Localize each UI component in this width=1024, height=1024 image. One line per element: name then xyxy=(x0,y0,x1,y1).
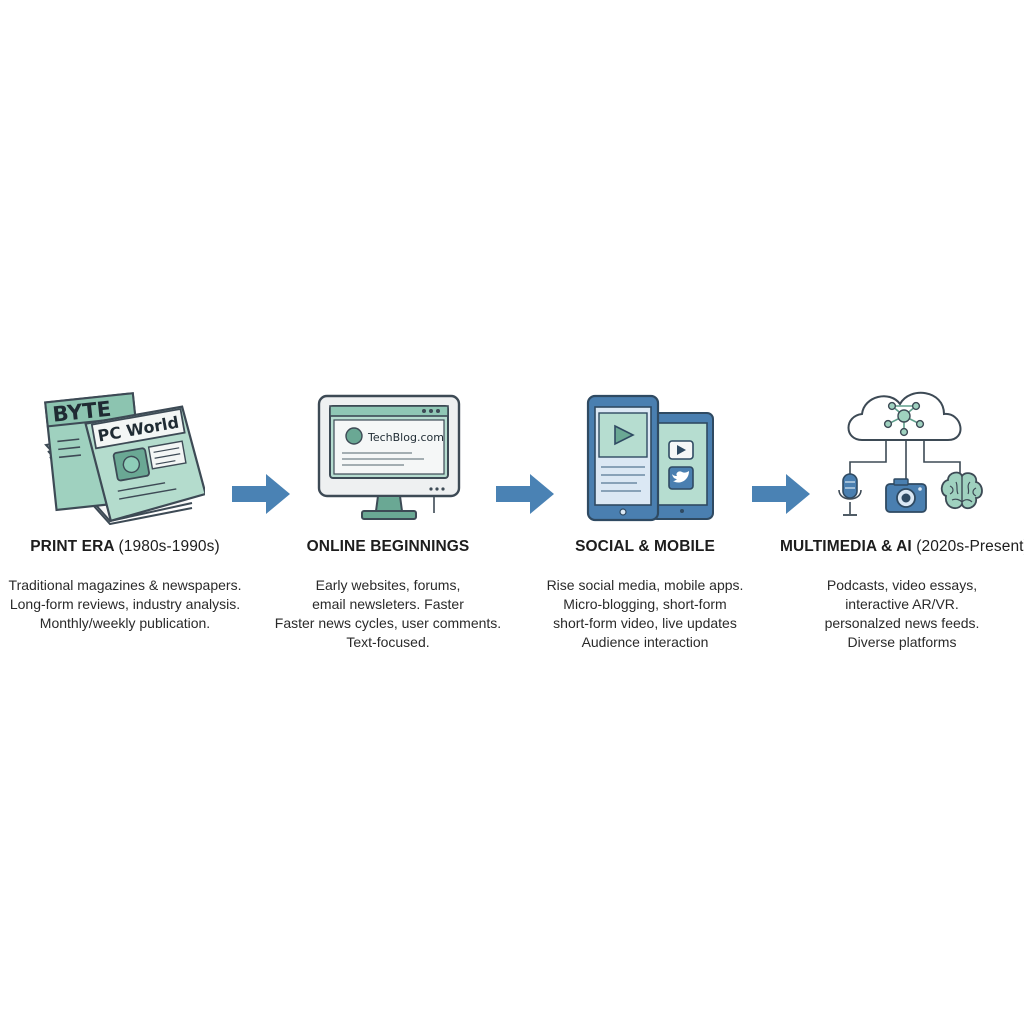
desktop-monitor-icon: TechBlog.com xyxy=(316,393,462,528)
description-line: Faster news cycles, user comments. xyxy=(274,615,502,631)
brain-icon xyxy=(940,471,983,510)
stage-title: SOCIAL & MOBILE xyxy=(520,538,770,556)
stage-title: PRINT ERA (1980s-1990s) xyxy=(0,538,250,556)
description-line: personalzed news feeds. xyxy=(824,615,980,631)
microphone-icon xyxy=(838,473,862,516)
magazine-stack-icon: BYTE PC World xyxy=(40,385,207,530)
stage-description: Traditional magazines & newspapers. Long… xyxy=(0,576,250,633)
description-line: Audience interaction xyxy=(581,634,709,650)
stage-description: Early websites, forums, email newsleters… xyxy=(263,576,513,652)
stage-print-era: PRINT ERA (1980s-1990s) Traditional maga… xyxy=(0,538,250,633)
stage-online-beginnings: ONLINE BEGINNINGS Early websites, forums… xyxy=(263,538,513,652)
stage-title-text: MULTIMEDIA & AI xyxy=(780,538,912,555)
stage-era: (2020s-Present) xyxy=(916,538,1024,555)
camera-icon xyxy=(885,478,927,513)
stage-title: MULTIMEDIA & AI (2020s-Present) xyxy=(780,538,1024,556)
tablet-and-phone-icon xyxy=(585,393,717,528)
description-line: email newsleters. Faster xyxy=(312,596,464,612)
stage-title-text: SOCIAL & MOBILE xyxy=(575,538,715,555)
stage-title: ONLINE BEGINNINGS xyxy=(263,538,513,556)
stage-era: (1980s-1990s) xyxy=(118,538,220,555)
arrow-right-icon xyxy=(750,472,812,521)
description-line: Early websites, forums, xyxy=(315,577,461,593)
description-line: Monthly/weekly publication. xyxy=(39,615,211,631)
description-line: Traditional magazines & newspapers. xyxy=(8,577,242,593)
arrow-right-icon xyxy=(230,472,292,521)
description-line: Rise social media, mobile apps. xyxy=(546,577,744,593)
arrow-right-icon xyxy=(494,472,556,521)
site-name: TechBlog.com xyxy=(367,431,444,444)
description-line: Micro-blogging, short-form xyxy=(563,596,727,612)
description-line: Text-focused. xyxy=(346,634,430,650)
stage-social-mobile: SOCIAL & MOBILE Rise social media, mobil… xyxy=(520,538,770,652)
stage-title-text: PRINT ERA xyxy=(30,538,115,555)
description-line: Long-form reviews, industry analysis. xyxy=(9,596,241,612)
description-line: interactive AR/VR. xyxy=(845,596,959,612)
description-line: Podcasts, video essays, xyxy=(826,577,978,593)
stage-multimedia-ai: MULTIMEDIA & AI (2020s-Present) Podcasts… xyxy=(780,538,1024,652)
description-line: Diverse platforms xyxy=(847,634,957,650)
stage-title-text: ONLINE BEGINNINGS xyxy=(306,538,470,555)
cloud-network-icon xyxy=(832,378,988,529)
description-line: short-form video, live updates xyxy=(553,615,737,631)
stage-description: Rise social media, mobile apps. Micro-bl… xyxy=(520,576,770,652)
stage-description: Podcasts, video essays, interactive AR/V… xyxy=(780,576,1024,652)
